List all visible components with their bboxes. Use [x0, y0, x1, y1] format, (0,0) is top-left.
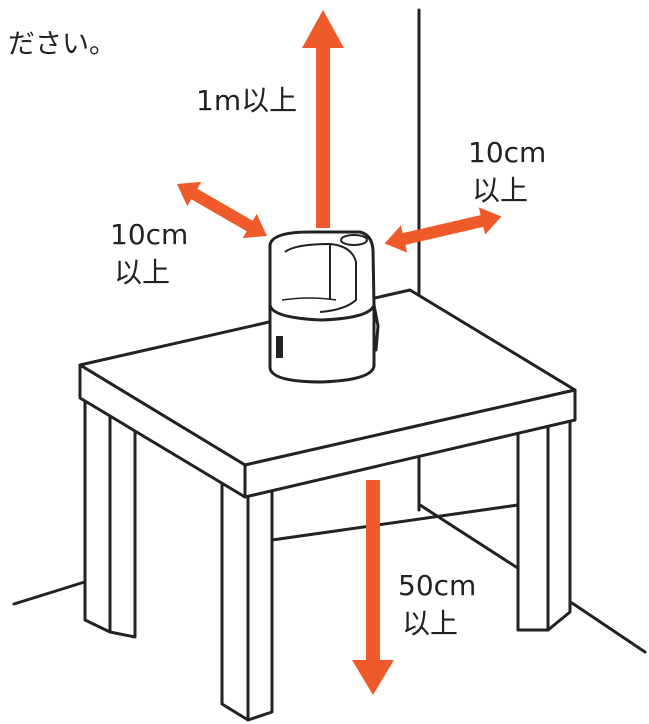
- table-leg-back: [516, 423, 550, 632]
- label-bottom-unit: 以上: [402, 607, 458, 640]
- table-top-right-edge: [243, 388, 577, 499]
- arrow-right-double-icon: [384, 207, 502, 253]
- table-leg-back-side: [546, 408, 572, 632]
- table-leg-left-side: [108, 410, 137, 639]
- humidifier-icon: [268, 230, 380, 384]
- table-leg-left: [83, 398, 112, 634]
- label-top: 1m以上: [196, 84, 297, 117]
- table-leg-front-side: [246, 485, 274, 722]
- label-left-value: 10cm: [110, 218, 188, 251]
- label-right-value: 10cm: [468, 136, 546, 169]
- table-leg-front: [220, 478, 250, 722]
- label-bottom-value: 50cm: [398, 569, 476, 602]
- arrows: [176, 10, 502, 695]
- label-right-unit: 以上: [472, 174, 528, 207]
- caption-text: ださい。: [8, 29, 116, 60]
- arrow-up-icon: [302, 10, 344, 228]
- arrow-left-double-icon: [176, 181, 268, 239]
- label-left-unit: 以上: [114, 256, 170, 289]
- arrow-down-icon: [352, 480, 394, 695]
